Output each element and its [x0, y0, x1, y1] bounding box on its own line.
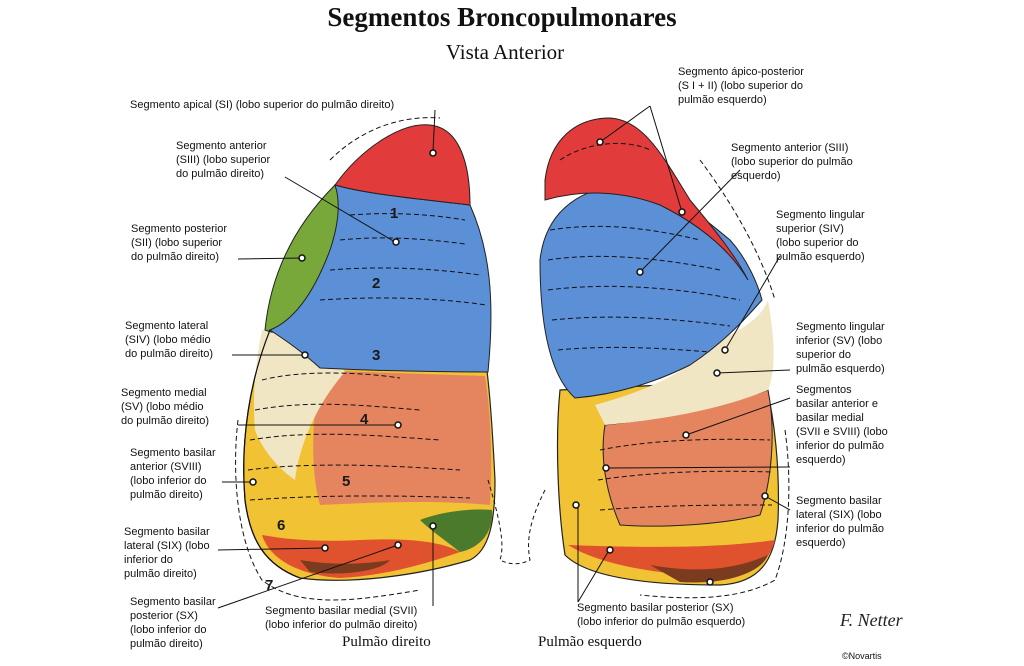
- label-line: Segmento lingular: [796, 321, 885, 333]
- label-line: pulmão esquerdo): [678, 94, 767, 106]
- segment-number-7: 7: [265, 577, 273, 594]
- label-apical-right: Segmento apical (SI) (lobo superior do p…: [130, 98, 394, 112]
- right-lung: [235, 117, 496, 601]
- label-line: Segmento basilar: [130, 596, 216, 608]
- label-apicoposterior-left: Segmento ápico-posterior (S I + II) (lob…: [678, 65, 804, 107]
- label-line: Segmento lateral: [125, 320, 209, 332]
- pointer-dots: [249, 138, 769, 586]
- label-line: esquerdo): [731, 170, 781, 182]
- label-line: (SIII) (lobo superior: [176, 154, 271, 166]
- label-anterior-left: Segmento anterior (SIII) (lobo superior …: [731, 141, 853, 183]
- artist-signature: F. Netter: [840, 610, 903, 630]
- label-line: superior do: [796, 349, 852, 361]
- label-line: basilar anterior e: [796, 398, 878, 410]
- label-line: pulmão direito): [124, 568, 197, 580]
- label-line: (SIV) (lobo médio: [125, 334, 211, 346]
- label-anterior-right: Segmento anterior (SIII) (lobo superior …: [176, 139, 270, 181]
- segment-number-6: 6: [277, 517, 285, 534]
- segment-number-1: 1: [390, 205, 398, 222]
- label-line: (lobo superior do pulmão: [731, 156, 853, 168]
- label-line: Segmento posterior: [131, 223, 227, 235]
- label-line: pulmão direito): [130, 638, 203, 650]
- label-basal-posterior-left: Segmento basilar posterior (SX) (lobo in…: [577, 601, 745, 629]
- label-line: (S I + II) (lobo superior do: [678, 80, 804, 92]
- label-line: Segmento basilar posterior (SX): [577, 602, 734, 614]
- label-line: Segmento ápico-posterior: [678, 66, 804, 78]
- diagram-title: Segmentos Broncopulmonares: [327, 2, 677, 32]
- label-basal-medial-right: Segmento basilar medial (SVII) (lobo inf…: [265, 604, 417, 632]
- label-posterior-right: Segmento posterior (SII) (lobo superior …: [131, 222, 227, 264]
- label-line: inferior do pulmão: [796, 523, 885, 535]
- label-line: Segmento apical (SI) (lobo superior do p…: [130, 99, 395, 111]
- label-line: posterior (SX): [130, 610, 198, 622]
- label-line: (SVII e SVIII) (lobo: [796, 426, 888, 438]
- label-line: pulmão esquerdo): [796, 363, 885, 375]
- label-line: pulmão esquerdo): [776, 251, 865, 263]
- label-line: (lobo inferior do pulmão esquerdo): [577, 616, 746, 628]
- right-lung-caption: Pulmão direito: [342, 634, 431, 650]
- label-line: (SII) (lobo superior: [131, 237, 223, 249]
- label-line: do pulmão direito): [176, 168, 265, 180]
- label-line: (lobo superior do: [776, 237, 859, 249]
- label-line: Segmento basilar: [796, 495, 882, 507]
- left-lingular-inferior: [595, 300, 774, 425]
- copyright-text: ©Novartis: [842, 651, 882, 661]
- label-basal-anteromedial-left: Segmentos basilar anterior e basilar med…: [796, 383, 888, 467]
- label-line: do pulmão direito): [125, 348, 214, 360]
- label-line: do pulmão direito): [131, 251, 220, 263]
- right-upper-apical: [334, 124, 471, 206]
- left-lung-caption: Pulmão esquerdo: [538, 634, 642, 650]
- label-line: inferior (SV) (lobo: [796, 335, 883, 347]
- label-line: Segmento anterior: [176, 140, 267, 152]
- label-line: do pulmão direito): [121, 415, 210, 427]
- left-lung: [539, 117, 790, 599]
- label-line: Segmento anterior (SIII): [731, 142, 849, 154]
- label-medial-right: Segmento medial (SV) (lobo médio do pulm…: [121, 386, 209, 428]
- label-line: inferior do pulmão: [796, 440, 885, 452]
- label-line: Segmento lingular: [776, 209, 865, 221]
- segment-number-5: 5: [342, 473, 350, 490]
- label-line: esquerdo): [796, 454, 846, 466]
- label-line: anterior (SVIII): [130, 461, 202, 473]
- diagram-subtitle: Vista Anterior: [445, 40, 565, 64]
- label-line: inferior do: [124, 554, 173, 566]
- label-line: superior (SIV): [776, 223, 844, 235]
- label-line: Segmento basilar: [124, 526, 210, 538]
- label-line: (SV) (lobo médio: [121, 401, 204, 413]
- right-basal-medial: [420, 509, 493, 552]
- label-lingular-inferior-left: Segmento lingular inferior (SV) (lobo su…: [796, 320, 885, 376]
- right-basal-posterior: [300, 560, 390, 574]
- label-line: Segmento basilar medial (SVII): [265, 605, 418, 617]
- label-line: (lobo inferior do: [130, 624, 207, 636]
- label-lateral-right: Segmento lateral (SIV) (lobo médio do pu…: [125, 319, 213, 361]
- label-line: (lobo inferior do pulmão direito): [265, 619, 418, 631]
- label-line: (lobo inferior do: [130, 475, 207, 487]
- segment-number-4: 4: [360, 411, 369, 428]
- label-line: lateral (SIX) (lobo: [124, 540, 210, 552]
- left-upper-apicoposterior: [544, 117, 749, 281]
- label-line: Segmento basilar: [130, 447, 216, 459]
- label-basal-lateral-left: Segmento basilar lateral (SIX) (lobo inf…: [796, 494, 884, 550]
- left-basal-posterior: [650, 555, 768, 583]
- segment-number-3: 3: [372, 347, 380, 364]
- label-line: lateral (SIX) (lobo: [796, 509, 882, 521]
- label-line: Segmentos: [796, 384, 852, 396]
- label-line: pulmão direito): [130, 489, 203, 501]
- label-basal-posterior-right: Segmento basilar posterior (SX) (lobo in…: [130, 595, 216, 651]
- label-line: basilar medial: [796, 412, 864, 424]
- label-line: Segmento medial: [121, 387, 207, 399]
- label-basal-lateral-right: Segmento basilar lateral (SIX) (lobo inf…: [124, 525, 210, 581]
- segment-number-2: 2: [372, 275, 380, 292]
- label-basal-anterior-right: Segmento basilar anterior (SVIII) (lobo …: [130, 446, 216, 502]
- leader-lines: [217, 105, 791, 609]
- label-line: esquerdo): [796, 537, 846, 549]
- label-lingular-superior-left: Segmento lingular superior (SIV) (lobo s…: [776, 208, 865, 264]
